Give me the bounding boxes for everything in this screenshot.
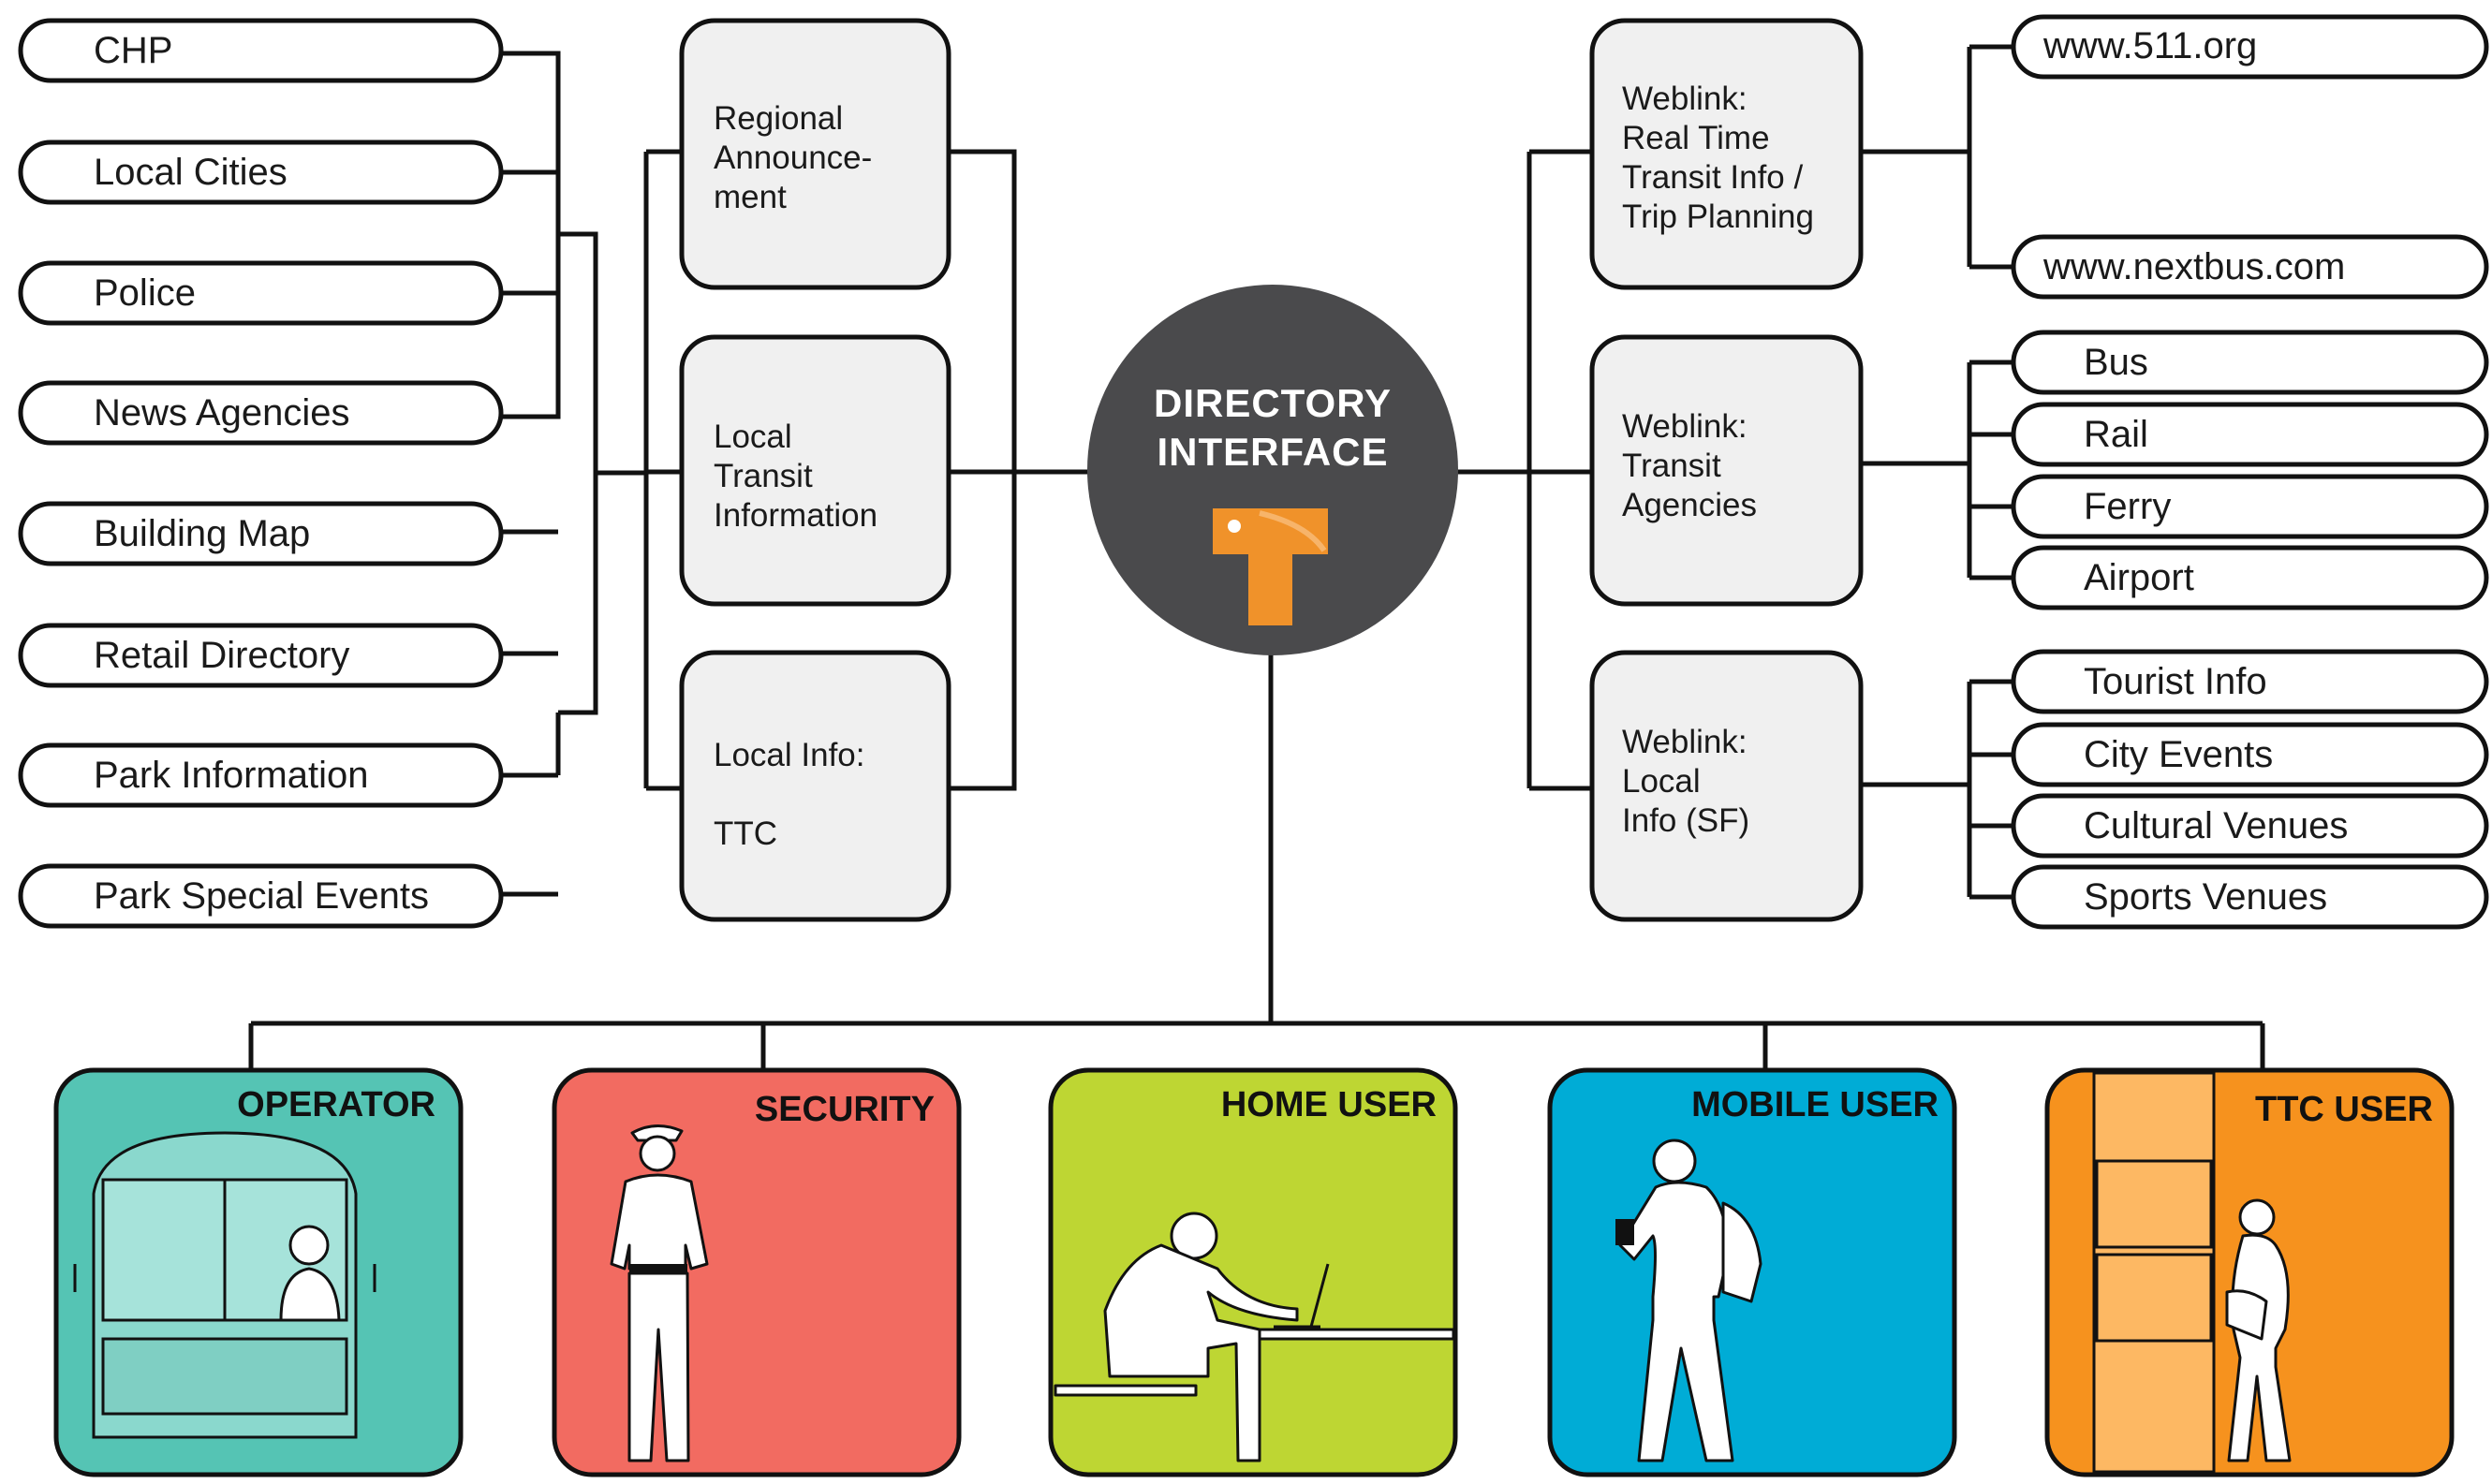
category-box-weblink-local-info-sf[interactable]: Weblink: Local Info (SF)	[1589, 650, 1864, 922]
user-card-home-user[interactable]: HOME USER	[1048, 1067, 1458, 1477]
svg-text:Agencies: Agencies	[1622, 487, 1757, 523]
security-card-title: SECURITY	[755, 1090, 935, 1129]
svg-text:Weblink:: Weblink:	[1622, 408, 1747, 445]
ttc-logo-icon	[1213, 508, 1328, 625]
link-pill-ferry[interactable]: Ferry	[2011, 474, 2489, 539]
svg-text:Transit Info /: Transit Info /	[1622, 159, 1803, 196]
link-pill-tourist-info[interactable]: Tourist Info	[2011, 649, 2489, 714]
svg-text:Local: Local	[1622, 763, 1701, 800]
svg-text:Information: Information	[714, 497, 877, 534]
svg-text:Park Information: Park Information	[94, 755, 368, 796]
link-pill-rail[interactable]: Rail	[2011, 402, 2489, 467]
svg-text:Cultural Venues: Cultural Venues	[2084, 805, 2348, 846]
svg-text:Police: Police	[94, 272, 196, 314]
svg-text:ment: ment	[714, 179, 787, 215]
user-card-operator[interactable]: OPERATOR	[53, 1067, 464, 1477]
left-category-boxes: Regional Announce- ment Local Transit In…	[679, 18, 951, 922]
svg-text:Retail Directory: Retail Directory	[94, 635, 349, 676]
security-card-bg	[552, 1067, 962, 1477]
category-box-local-transit-information[interactable]: Local Transit Information	[679, 334, 951, 607]
source-pill-retail-directory[interactable]: Retail Directory	[18, 623, 504, 688]
mobile-user-card-title: MOBILE USER	[1691, 1085, 1939, 1124]
security-guard-icon	[610, 1124, 709, 1462]
svg-text:Announce-: Announce-	[714, 140, 872, 176]
svg-text:Building Map: Building Map	[94, 513, 310, 554]
link-pill-bus[interactable]: Bus	[2011, 330, 2489, 395]
svg-text:Sports Venues: Sports Venues	[2084, 876, 2327, 918]
svg-text:TTC: TTC	[714, 815, 777, 852]
svg-text:www.511.org: www.511.org	[2042, 25, 2257, 66]
svg-text:Weblink:: Weblink:	[1622, 81, 1747, 117]
svg-text:Airport: Airport	[2084, 557, 2194, 598]
svg-text:Ferry: Ferry	[2084, 486, 2171, 527]
svg-text:CHP: CHP	[94, 30, 172, 71]
svg-text:Info (SF): Info (SF)	[1622, 802, 1749, 839]
svg-text:Park Special Events: Park Special Events	[94, 875, 429, 917]
svg-text:Local Info:: Local Info:	[714, 737, 865, 773]
link-pill-cultural-venues[interactable]: Cultural Venues	[2011, 793, 2489, 859]
source-pill-park-special-events[interactable]: Park Special Events	[18, 863, 504, 929]
hub-circle	[1087, 285, 1458, 655]
svg-text:Real Time: Real Time	[1622, 120, 1770, 156]
connector-lines	[248, 44, 2265, 1070]
directory-interface-hub[interactable]: DIRECTORY INTERFACE	[1087, 285, 1458, 655]
svg-text:News Agencies: News Agencies	[94, 392, 349, 433]
category-box-weblink-transit-agencies[interactable]: Weblink: Transit Agencies	[1589, 334, 1864, 607]
link-pill-nextbus[interactable]: www.nextbus.com	[2011, 234, 2489, 300]
ttc-user-card-title: TTC USER	[2255, 1090, 2433, 1129]
svg-text:Transit: Transit	[714, 458, 813, 494]
right-link-pills: www.511.org www.nextbus.com Bus Rail Fer…	[2011, 14, 2489, 930]
category-box-regional-announcement[interactable]: Regional Announce- ment	[679, 18, 951, 290]
mobile-user-phone-icon	[1615, 1139, 1762, 1462]
link-pill-city-events[interactable]: City Events	[2011, 722, 2489, 787]
svg-text:City Events: City Events	[2084, 734, 2273, 775]
user-card-security[interactable]: SECURITY	[552, 1067, 962, 1477]
category-box-local-info-ttc[interactable]: Local Info: TTC	[679, 650, 951, 922]
hub-title-line2: INTERFACE	[1157, 430, 1388, 474]
svg-text:www.nextbus.com: www.nextbus.com	[2042, 246, 2345, 287]
svg-text:Rail: Rail	[2084, 414, 2148, 455]
svg-text:Tourist Info: Tourist Info	[2084, 661, 2267, 702]
home-user-card-title: HOME USER	[1221, 1085, 1437, 1124]
hub-title-line1: DIRECTORY	[1154, 381, 1392, 425]
svg-text:Regional: Regional	[714, 100, 843, 137]
source-pill-building-map[interactable]: Building Map	[18, 501, 504, 566]
left-source-pills: CHP Local Cities Police News Agencies Bu…	[18, 18, 504, 929]
link-pill-511[interactable]: www.511.org	[2011, 14, 2489, 80]
svg-text:Trip Planning: Trip Planning	[1622, 198, 1814, 235]
source-pill-news-agencies[interactable]: News Agencies	[18, 380, 504, 446]
source-pill-park-information[interactable]: Park Information	[18, 742, 504, 808]
link-pill-airport[interactable]: Airport	[2011, 545, 2489, 610]
svg-text:Local: Local	[714, 419, 792, 455]
source-pill-police[interactable]: Police	[18, 260, 504, 326]
right-category-boxes: Weblink: Real Time Transit Info / Trip P…	[1589, 18, 1864, 922]
source-pill-chp[interactable]: CHP	[18, 18, 504, 83]
link-pill-sports-venues[interactable]: Sports Venues	[2011, 864, 2489, 930]
svg-text:Transit: Transit	[1622, 448, 1721, 484]
svg-text:Bus: Bus	[2084, 342, 2148, 383]
svg-text:Local Cities: Local Cities	[94, 152, 288, 193]
user-card-ttc-user[interactable]: TTC USER	[2044, 1067, 2455, 1477]
svg-text:Weblink:: Weblink:	[1622, 724, 1747, 760]
operator-card-title: OPERATOR	[237, 1085, 435, 1124]
source-pill-local-cities[interactable]: Local Cities	[18, 140, 504, 205]
ttc-user-kiosk-icon	[2092, 1071, 2292, 1474]
category-box-weblink-real-time[interactable]: Weblink: Real Time Transit Info / Trip P…	[1589, 18, 1864, 290]
home-user-laptop-icon	[1054, 1212, 1455, 1462]
bus-operator-icon	[73, 1131, 376, 1439]
user-card-mobile-user[interactable]: MOBILE USER	[1547, 1067, 1957, 1477]
